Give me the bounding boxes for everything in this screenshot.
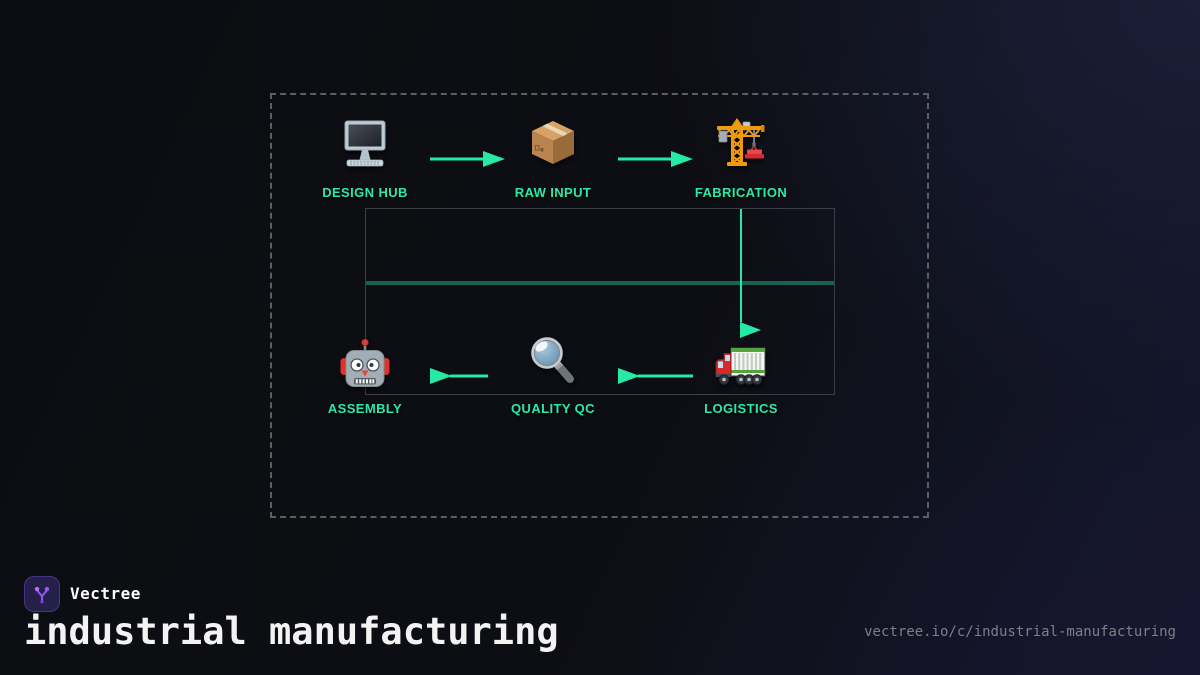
magnifier-icon (531, 337, 574, 383)
lane-divider (366, 281, 834, 285)
arrow-assembly-qualityqc (430, 368, 488, 384)
node-quality-qc (526, 334, 580, 388)
delivery-truck-icon (715, 347, 766, 385)
vectree-logo-badge (24, 576, 60, 612)
edge-fabrication-logistics (740, 209, 742, 322)
vectree-branch-icon (34, 586, 50, 604)
flow-frame (365, 208, 835, 395)
node-fabrication (714, 116, 768, 170)
node-label-logistics: LOGISTICS (704, 401, 778, 416)
arrow-rawinput-fabrication (618, 151, 693, 167)
construction-crane-icon (717, 118, 765, 166)
arrow-designhub-rawinput (430, 151, 505, 167)
robot-icon (340, 338, 390, 387)
node-design-hub (338, 116, 392, 170)
package-icon (532, 121, 574, 164)
arrowhead-fabrication-logistics (740, 322, 761, 338)
node-logistics (714, 337, 768, 391)
node-label-design-hub: DESIGN HUB (322, 185, 408, 200)
banner-url: vectree.io/c/industrial-manufacturing (864, 624, 1176, 640)
node-raw-input (526, 116, 580, 170)
node-label-fabrication: FABRICATION (694, 185, 788, 200)
diagram-canvas (270, 93, 929, 518)
node-label-assembly: ASSEMBLY (327, 401, 403, 416)
node-label-raw-input: RAW INPUT (514, 185, 592, 200)
node-label-quality-qc: QUALITY QC (511, 401, 595, 416)
arrow-qualityqc-logistics (618, 368, 693, 384)
desktop-computer-icon (344, 120, 386, 167)
brand-name: Vectree (70, 584, 141, 603)
node-assembly (338, 337, 392, 391)
banner-title: industrial manufacturing (24, 610, 559, 653)
